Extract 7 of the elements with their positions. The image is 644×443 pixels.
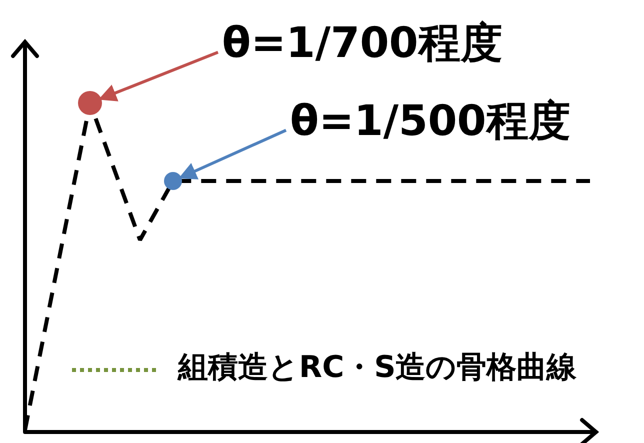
- legend-text: 組積造とRC・S造の骨格曲線: [178, 353, 577, 383]
- point-marker: [78, 91, 102, 115]
- annotation-label: θ=1/500程度: [290, 100, 570, 142]
- arrow: [98, 50, 219, 102]
- annotation-label: θ=1/700程度: [222, 22, 502, 64]
- point-marker: [164, 172, 182, 190]
- arrow: [178, 128, 287, 180]
